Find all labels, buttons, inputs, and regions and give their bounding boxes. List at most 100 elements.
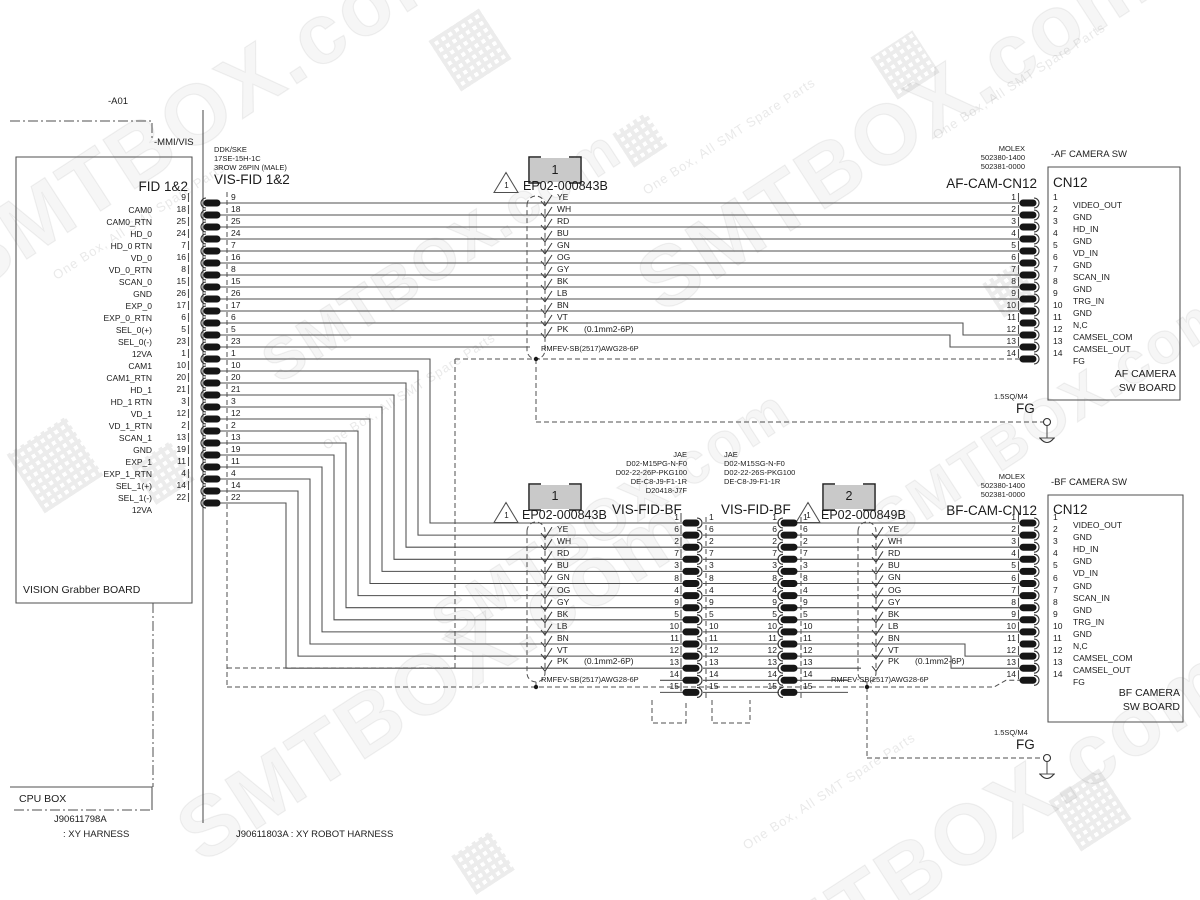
fid-pin-number-right: 12	[231, 408, 241, 418]
visfid-maker-line: 17SE-15H-1C	[214, 154, 261, 163]
af-connector-title: AF-CAM-CN12	[946, 176, 1037, 191]
bf-pin-number-right: 14	[1053, 669, 1063, 680]
af-pin-number-right: 3	[1053, 216, 1058, 226]
wire-color-code: GN	[557, 240, 570, 250]
bf-maker-line: 502381-0000	[980, 490, 1025, 499]
midconn-socket-maker-line: DE-C8-J9-F1-1R	[724, 477, 781, 486]
plug-pin-number-left: 8	[674, 572, 679, 583]
plug-pin-number-right: 9	[709, 596, 714, 607]
wire-color-code: WH	[557, 204, 572, 214]
cpu-box-label: CPU BOX	[19, 793, 67, 805]
fid-pin-number-right: 15	[231, 276, 241, 286]
af-fg-spec: 1.5SQ/M4	[994, 392, 1028, 401]
af-signal-label: TRG_IN	[1073, 296, 1105, 306]
fid-signal-label: VD_0_RTN	[108, 265, 152, 275]
fid-pin-number-right: 26	[231, 288, 241, 298]
socket-pin-number-left: 6	[772, 524, 777, 535]
fid-pin-number-right: 21	[231, 384, 241, 394]
bf-pin-number-right: 7	[1053, 584, 1058, 595]
plug-pin-number-left: 1	[674, 512, 679, 522]
socket-pin-number-right: 2	[803, 536, 808, 547]
bf-pin-number-right: 4	[1053, 548, 1058, 559]
fid-signal-label: HD_0 RTN	[110, 241, 152, 251]
midconn-socket-maker-line: D02-M15SG-N-F0	[724, 459, 785, 468]
socket-pin-number-left: 12	[767, 645, 777, 656]
af-board-name-line1: AF CAMERA	[1114, 368, 1176, 380]
af-pin-number-left: 10	[1006, 300, 1016, 310]
fid-signal-label: CAM0	[128, 205, 152, 215]
bf-maker-line: 502380-1400	[980, 481, 1025, 490]
socket-pin-number-right: 9	[803, 596, 808, 607]
wire-color-code: BU	[888, 560, 900, 571]
cable-1-spec: RMFEV-SB(2517)AWG28-6P	[541, 344, 639, 353]
cable-2-spec: RMFEV-SB(2517)AWG28-6P	[831, 675, 929, 684]
fid-pin-number-left: 17	[176, 300, 186, 310]
bf-signal-label: GND	[1073, 604, 1092, 615]
wire-color-code: BN	[888, 632, 900, 643]
af-cn12-label: CN12	[1053, 175, 1088, 190]
af-pin-number-left: 11	[1007, 312, 1016, 322]
af-signal-label: HD_IN	[1073, 224, 1099, 234]
fid-pin-number-right: 14	[231, 480, 241, 490]
fid-pin-number-left: 5	[181, 324, 186, 334]
fid-signal-label: 12VA	[131, 505, 152, 515]
ref-box-2-number: 2	[845, 489, 853, 503]
wire-color-code: OG	[557, 584, 571, 595]
fid-pin-number-right: 18	[231, 204, 241, 214]
fid-pin-number-right: 2	[231, 420, 236, 430]
bf-pin-number-right: 6	[1053, 572, 1058, 583]
wire-color-code: BK	[557, 276, 569, 286]
wire-color-code: LB	[557, 288, 568, 298]
fid-pin-number-left: 10	[176, 360, 186, 370]
fid-pin-number-left: 25	[176, 216, 186, 226]
socket-pin-number-left: 15	[767, 681, 777, 692]
wire-color-code: YE	[888, 524, 900, 534]
bf-signal-label: GND	[1073, 628, 1092, 639]
bf-pin-number-right: 11	[1053, 633, 1062, 643]
af-pin-number-right: 8	[1053, 276, 1058, 286]
af-pin-number-right: 6	[1053, 252, 1058, 262]
fid-pin-number-left: 11	[177, 456, 186, 466]
bf-board-name-line2: SW BOARD	[1122, 701, 1180, 713]
wire-color-code: WH	[888, 536, 903, 547]
bf-maker-line: MOLEX	[998, 472, 1025, 481]
bf-pin-number-left: 3	[1011, 536, 1016, 547]
fid-pin-number-right: 3	[231, 396, 236, 406]
bf-pin-number-left: 9	[1011, 608, 1016, 619]
af-maker-line: 502381-0000	[980, 162, 1025, 171]
fid-pin-number-left: 18	[176, 204, 186, 214]
af-fg-label: FG	[1016, 401, 1035, 416]
harness-xy-number: J90611798A	[54, 814, 107, 825]
bf-pin-number-left: 11	[1007, 633, 1016, 643]
af-pin-number-right: 12	[1053, 324, 1063, 334]
wire-color-code: RD	[557, 548, 570, 559]
wire-color-code: GN	[557, 572, 570, 583]
af-pin-number-right: 9	[1053, 288, 1058, 298]
plug-pin-number-left: 6	[674, 524, 679, 535]
bf-cn12-label: CN12	[1053, 502, 1088, 517]
bf-fg-label: FG	[1016, 737, 1035, 752]
plug-pin-number-right: 12	[709, 645, 719, 656]
wire-color-code: BK	[888, 608, 900, 619]
socket-pin-number-right: 3	[803, 560, 808, 571]
socket-pin-number-left: 10	[767, 620, 777, 631]
midconn-plug-maker-line: D20418-J7F	[645, 486, 687, 495]
wire-color-code: BK	[557, 608, 569, 619]
wire-color-code: BU	[557, 560, 569, 571]
midconn-plug-maker-line: D02-22-26P-PKG100	[615, 468, 687, 477]
plug-pin-number-left: 14	[669, 669, 679, 680]
plug-pin-number-left: 13	[669, 657, 679, 668]
frame-label-a01: -A01	[108, 96, 129, 107]
af-pin-number-left: 12	[1006, 324, 1016, 334]
bf-signal-label: HD_IN	[1073, 544, 1099, 555]
fid-pin-number-right: 5	[231, 324, 236, 334]
fid-pin-number-left: 15	[176, 276, 186, 286]
wire-color-code: GY	[888, 596, 901, 607]
bf-signal-label: CAMSEL_OUT	[1073, 665, 1131, 676]
cable-1b-part-number: EP02-000843B	[522, 508, 607, 522]
af-signal-label: GND	[1073, 260, 1092, 270]
af-pin-number-right: 4	[1053, 228, 1058, 238]
fid-signal-label: GND	[133, 289, 152, 299]
af-pin-number-right: 10	[1053, 300, 1063, 310]
harness-xy-name: : XY HARNESS	[63, 829, 130, 840]
